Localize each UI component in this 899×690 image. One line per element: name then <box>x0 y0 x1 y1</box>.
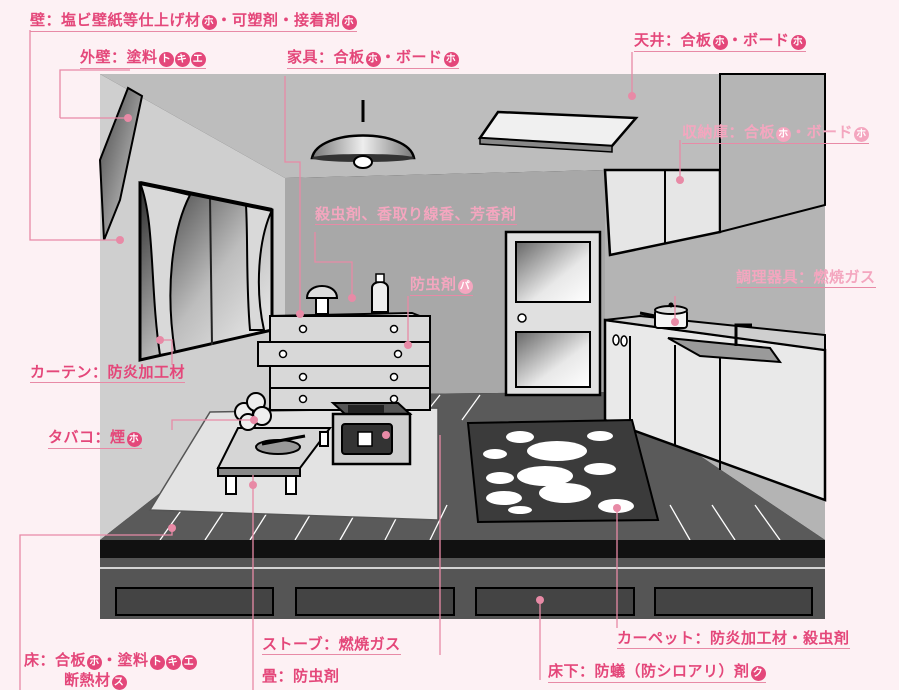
badge-ho: ホ <box>443 52 459 67</box>
badge-su: ス <box>111 675 127 690</box>
label-underfloor-text: 床下：防蟻（防シロアリ）剤 <box>548 662 750 680</box>
badge-ho: ホ <box>854 127 870 142</box>
label-floor: 床：合板ホ・塗料トキエ <box>24 651 197 670</box>
badge-e: エ <box>181 655 197 670</box>
label-storage: 収納庫：合板ホ・ボードホ <box>682 123 870 144</box>
label-moth: 防虫剤パ <box>410 275 473 296</box>
badge-ho: ホ <box>87 655 103 670</box>
label-storage-text: 収納庫：合板 <box>682 123 776 141</box>
badge-ho: ホ <box>126 432 142 447</box>
badge-e: エ <box>190 52 206 67</box>
label-floor-line2-text: 断熱材 <box>64 671 111 689</box>
label-furniture-sep: ・ボード <box>380 48 443 66</box>
label-curtain: カーテン：防炎加工材 <box>30 363 186 383</box>
ceiling-lamp <box>310 100 416 169</box>
label-wall-text: 壁：塩ビ壁紙等仕上げ材 <box>30 11 201 29</box>
label-stove: ストーブ：燃焼ガス <box>262 635 401 655</box>
label-ceiling-text: 天井：合板 <box>634 31 712 49</box>
label-curtain-text: カーテン：防炎加工材 <box>30 363 186 381</box>
badge-ki: キ <box>165 655 181 670</box>
label-ceiling-sep: ・ボード <box>727 31 790 49</box>
label-carpet-text: カーペット：防炎加工材・殺虫剤 <box>617 629 850 647</box>
storage-cabinet <box>603 73 826 257</box>
label-wall-sep: ・可塑剤・接着剤 <box>216 11 341 29</box>
label-cooking: 調理器具：燃焼ガス <box>736 268 876 288</box>
label-stove-text: ストーブ：燃焼ガス <box>262 635 401 653</box>
label-carpet: カーペット：防炎加工材・殺虫剤 <box>617 629 850 649</box>
label-ceiling: 天井：合板ホ・ボードホ <box>634 31 806 52</box>
badge-ho: ホ <box>776 127 792 142</box>
label-furniture: 家具：合板ホ・ボードホ <box>287 48 459 69</box>
label-cooking-text: 調理器具：燃焼ガス <box>736 268 876 286</box>
badge-ho: ホ <box>712 35 728 50</box>
label-insecticide-text: 殺虫剤、香取り線香、芳香剤 <box>315 205 517 223</box>
leader-lines <box>19 30 681 690</box>
label-insecticide: 殺虫剤、香取り線香、芳香剤 <box>315 205 517 225</box>
label-outer-wall: 外壁：塗料トキエ <box>80 48 206 69</box>
label-storage-sep: ・ボード <box>791 123 854 141</box>
label-tobacco-text: タバコ：煙 <box>48 428 126 446</box>
label-outer-wall-text: 外壁：塗料 <box>80 48 158 66</box>
pot <box>639 302 688 329</box>
badge-to: ト <box>158 52 174 67</box>
label-tatami-text: 畳：防虫剤 <box>262 667 340 685</box>
chest-of-drawers <box>257 311 431 411</box>
low-table <box>216 427 332 495</box>
label-furniture-text: 家具：合板 <box>287 48 365 66</box>
badge-ho: ホ <box>201 15 217 30</box>
badge-ki: キ <box>174 52 190 67</box>
badge-ho: ホ <box>790 35 806 50</box>
ceiling <box>100 74 825 178</box>
label-tatami: 畳：防虫剤 <box>262 667 340 685</box>
badge-pa: パ <box>457 279 473 294</box>
ceiling-light <box>477 110 639 153</box>
badge-ho: ホ <box>341 15 357 30</box>
badge-ho: ホ <box>365 52 381 67</box>
stove <box>330 402 413 466</box>
underfloor <box>100 540 825 619</box>
outer-wall <box>98 86 144 241</box>
label-floor-text: 床：合板 <box>24 651 87 669</box>
ornaments <box>305 273 389 315</box>
label-underfloor: 床下：防蟻（防シロアリ）剤ク <box>548 662 766 683</box>
leader-dots <box>116 92 684 604</box>
window <box>138 181 274 362</box>
label-moth-text: 防虫剤 <box>410 275 457 293</box>
badge-to: ト <box>149 655 165 670</box>
label-floor-line2: 断熱材ス <box>64 671 127 690</box>
label-tobacco: タバコ：煙ホ <box>48 428 142 449</box>
label-wall: 壁：塩ビ壁紙等仕上げ材ホ・可塑剤・接着剤ホ <box>30 11 357 32</box>
label-floor-sep: ・塗料 <box>102 651 149 669</box>
door <box>504 230 602 397</box>
badge-ku: ク <box>750 666 766 681</box>
carpet <box>466 418 660 524</box>
